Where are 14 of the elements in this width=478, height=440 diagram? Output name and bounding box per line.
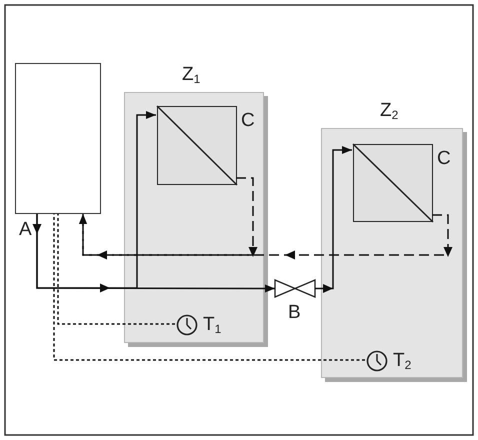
- zone-label: Z$_{1}$: [182, 65, 200, 85]
- thermostat-label: T$_{2}$: [393, 351, 412, 371]
- radiator-box: [353, 144, 433, 222]
- thermostat-icon: [366, 350, 388, 372]
- valve-label: B: [288, 303, 301, 322]
- radiator-label: C: [241, 111, 255, 130]
- thermostat-label: T$_{1}$: [203, 315, 222, 335]
- zone-label: Z$_{2}$: [380, 101, 398, 121]
- thermostat-icon: [176, 314, 198, 336]
- valve-symbol: [275, 280, 315, 297]
- boiler-box: [15, 63, 101, 214]
- outlet-label: A: [19, 220, 32, 239]
- radiator-label: C: [437, 149, 451, 168]
- radiator-box: [157, 106, 237, 185]
